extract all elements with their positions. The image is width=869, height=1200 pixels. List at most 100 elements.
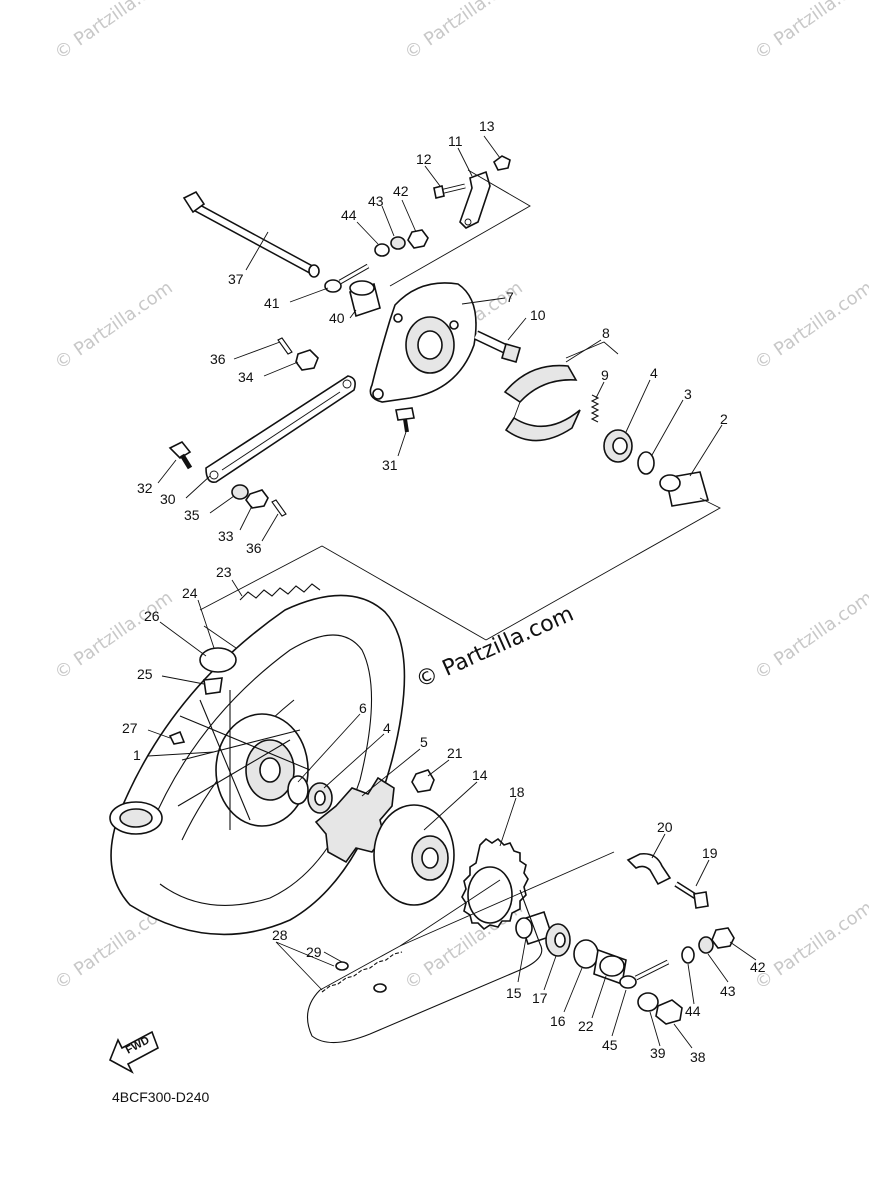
part-bearing bbox=[545, 923, 571, 957]
part-lock-washer bbox=[390, 236, 406, 250]
part-spring bbox=[590, 394, 600, 423]
watermark: © Partzilla.com bbox=[751, 277, 869, 374]
part-brake-shoes bbox=[503, 364, 581, 442]
watermark: © Partzilla.com bbox=[401, 0, 527, 64]
callout-8: 8 bbox=[602, 325, 610, 341]
assembly-lines bbox=[399, 851, 615, 947]
callout-10: 10 bbox=[530, 307, 546, 323]
part-adjuster bbox=[324, 263, 370, 293]
callout-17: 17 bbox=[532, 990, 548, 1006]
callout-9: 9 bbox=[601, 367, 609, 383]
watermark: © Partzilla.com bbox=[751, 0, 869, 64]
part-oil-seal bbox=[637, 451, 655, 475]
callout-42: 42 bbox=[393, 183, 409, 199]
watermark: © Partzilla.com bbox=[51, 277, 177, 374]
part-nut bbox=[411, 769, 435, 793]
callout-35: 35 bbox=[184, 507, 200, 523]
part-bracket bbox=[626, 852, 672, 886]
callout-14: 14 bbox=[472, 767, 488, 783]
part-lock-washer bbox=[698, 936, 714, 954]
part-washer bbox=[374, 243, 390, 257]
part-clutch-hub bbox=[373, 804, 455, 906]
callout-25: 25 bbox=[137, 666, 153, 682]
part-bolt bbox=[395, 407, 415, 433]
callout-34: 34 bbox=[238, 369, 254, 385]
callout-6: 6 bbox=[359, 700, 367, 716]
callout-43: 43 bbox=[368, 193, 384, 209]
part-bolt bbox=[168, 440, 193, 470]
callout-42-lower: 42 bbox=[750, 959, 766, 975]
watermark: © Partzilla.com bbox=[751, 897, 869, 994]
part-nut bbox=[245, 489, 269, 509]
callout-33: 33 bbox=[218, 528, 234, 544]
callout-44: 44 bbox=[341, 207, 357, 223]
leader-lines bbox=[147, 135, 757, 1049]
part-cotter-pin bbox=[271, 499, 287, 517]
callout-4: 4 bbox=[650, 365, 658, 381]
part-wheel-sprocket bbox=[239, 583, 321, 601]
part-brake-lever bbox=[433, 155, 511, 229]
callout-37: 37 bbox=[228, 271, 244, 287]
callout-labels: 13 11 12 42 43 44 37 41 40 7 10 8 9 4 3 … bbox=[122, 118, 766, 1065]
part-axle bbox=[182, 190, 320, 278]
watermark: © Partzilla.com bbox=[751, 587, 869, 684]
callout-16: 16 bbox=[550, 1013, 566, 1029]
callout-27: 27 bbox=[122, 720, 138, 736]
part-nut bbox=[711, 927, 735, 949]
callout-36: 36 bbox=[210, 351, 226, 367]
callout-15: 15 bbox=[506, 985, 522, 1001]
callout-38: 38 bbox=[690, 1049, 706, 1065]
part-oil-seal bbox=[287, 775, 309, 805]
part-nut bbox=[407, 229, 429, 249]
callout-4-lower: 4 bbox=[383, 720, 391, 736]
callout-23: 23 bbox=[216, 564, 232, 580]
callout-29: 29 bbox=[306, 944, 322, 960]
fwd-arrow-icon: FWD bbox=[108, 1030, 159, 1074]
part-brake-plate bbox=[369, 282, 477, 403]
diagram-code: 4BCF300-D240 bbox=[112, 1089, 209, 1105]
callout-7: 7 bbox=[506, 289, 514, 305]
part-bolt bbox=[674, 881, 709, 909]
callout-44-lower: 44 bbox=[685, 1003, 701, 1019]
callout-22: 22 bbox=[578, 1018, 594, 1034]
callout-26: 26 bbox=[144, 608, 160, 624]
brand-watermark: © Partzilla.com bbox=[412, 602, 577, 694]
callout-21: 21 bbox=[447, 745, 463, 761]
callout-1: 1 bbox=[133, 747, 141, 763]
callout-28: 28 bbox=[272, 927, 288, 943]
callout-36-lower: 36 bbox=[246, 540, 262, 556]
callout-11: 11 bbox=[448, 133, 463, 149]
part-nut bbox=[295, 349, 319, 371]
part-spacer bbox=[659, 471, 710, 507]
part-bearing bbox=[603, 429, 633, 463]
callout-45: 45 bbox=[602, 1037, 618, 1053]
callout-20: 20 bbox=[657, 819, 673, 835]
part-collar bbox=[349, 280, 381, 318]
part-oil-seal bbox=[573, 939, 599, 969]
part-bearing bbox=[307, 782, 333, 814]
callout-3: 3 bbox=[684, 386, 692, 402]
part-adjuster bbox=[619, 959, 670, 989]
callout-41: 41 bbox=[264, 295, 280, 311]
callout-30: 30 bbox=[160, 491, 176, 507]
part-drive-sprocket bbox=[461, 837, 529, 931]
part-camshaft bbox=[473, 330, 521, 363]
callout-2: 2 bbox=[720, 411, 728, 427]
callout-12: 12 bbox=[416, 151, 432, 167]
part-washer bbox=[681, 946, 695, 964]
callout-24: 24 bbox=[182, 585, 198, 601]
callout-18: 18 bbox=[509, 784, 525, 800]
part-wheel-hub bbox=[177, 690, 311, 830]
callout-32: 32 bbox=[137, 480, 153, 496]
callout-5: 5 bbox=[420, 734, 428, 750]
part-washer bbox=[231, 484, 249, 500]
watermark: © Partzilla.com bbox=[51, 587, 177, 684]
part-nut bbox=[655, 999, 683, 1025]
assembly-lines bbox=[199, 169, 721, 641]
callout-39: 39 bbox=[650, 1045, 666, 1061]
callout-43-lower: 43 bbox=[720, 983, 736, 999]
callout-13: 13 bbox=[479, 118, 495, 134]
callout-31: 31 bbox=[382, 457, 398, 473]
part-cotter-pin bbox=[277, 337, 293, 355]
